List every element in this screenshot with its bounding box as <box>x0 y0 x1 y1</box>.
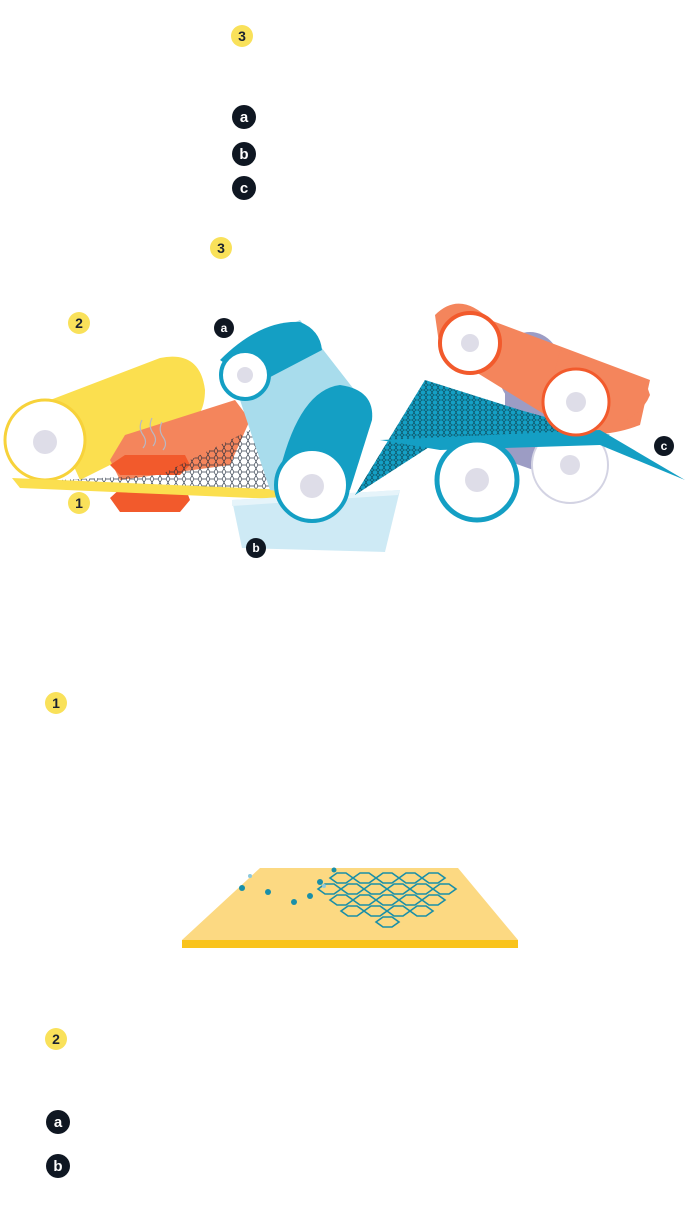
output-sheet <box>380 430 685 480</box>
step-3-badge-second: 3 <box>210 237 232 259</box>
diagram-badge-2: 2 <box>68 312 90 334</box>
section-2-item-b-badge: b <box>46 1154 70 1178</box>
roll-to-roll-process-illustration <box>3 303 685 552</box>
section-2-badge: 2 <box>45 1028 67 1050</box>
graphene-hex-lattice <box>316 872 458 928</box>
label-c-badge-top: c <box>232 176 256 200</box>
graphene-film-left <box>60 430 285 495</box>
diagram-badge-a: a <box>214 318 234 338</box>
teal-rollers <box>219 320 373 523</box>
teal-roller-bottom <box>434 437 520 523</box>
diagram-badge-b: b <box>246 538 266 558</box>
label-b-badge-top: b <box>232 142 256 166</box>
label-a-badge-top: a <box>232 105 256 129</box>
carbon-atoms <box>239 867 337 905</box>
step-3-badge-top: 3 <box>231 25 253 47</box>
diagram-badge-1: 1 <box>68 492 90 514</box>
yellow-roller <box>3 356 205 482</box>
diagram-badge-c: c <box>654 436 674 456</box>
section-1-badge: 1 <box>45 692 67 714</box>
orange-roller-bottom <box>541 350 650 437</box>
graphene-substrate-illustration <box>182 867 518 948</box>
section-2-item-a-badge: a <box>46 1110 70 1134</box>
